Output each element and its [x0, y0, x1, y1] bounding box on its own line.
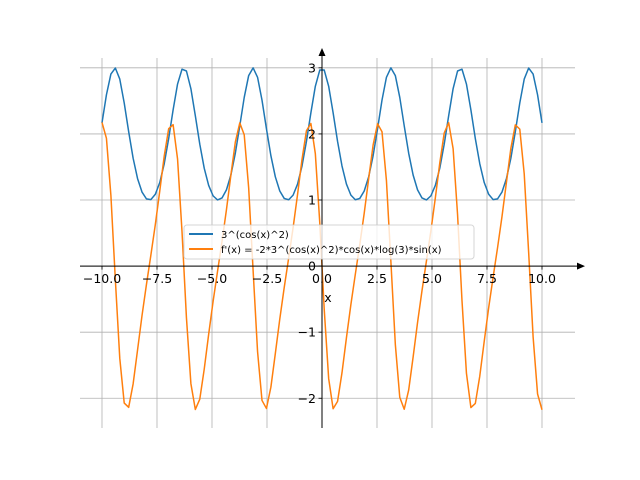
y-tick-label: 0 — [308, 259, 316, 274]
x-tick-label: −2.5 — [252, 271, 282, 286]
x-tick-label: −10.0 — [83, 271, 121, 286]
legend-label-0: 3^(cos(x)^2) — [221, 230, 289, 241]
tick-labels: −10.0 −7.5 −5.0 −2.5 0.0 2.5 5.0 7.5 10.0 −2 −1 0 1 2… — [83, 60, 556, 405]
legend-box — [183, 224, 475, 260]
legend: 3^(cos(x)^2) f'(x) = -2*3^(cos(x)^2)*cos… — [183, 224, 475, 260]
x-tick-label: 0.0 — [312, 271, 332, 286]
x-tick-label: −5.0 — [197, 271, 227, 286]
y-tick-label: 2 — [308, 126, 316, 141]
x-tick-label: 7.5 — [477, 271, 497, 286]
x-tick-label: 2.5 — [367, 271, 387, 286]
x-tick-label: 10.0 — [528, 271, 556, 286]
x-tick-label: 5.0 — [422, 271, 442, 286]
y-tick-label: 1 — [308, 193, 316, 208]
legend-label-1: f'(x) = -2*3^(cos(x)^2)*cos(x)*log(3)*si… — [221, 245, 442, 256]
y-tick-label: 3 — [308, 60, 316, 75]
x-tick-label: −7.5 — [142, 271, 172, 286]
x-axis-label: x — [324, 290, 331, 305]
y-tick-label: −2 — [298, 391, 316, 406]
y-axis-arrow-icon — [318, 48, 326, 56]
y-tick-label: −1 — [298, 325, 316, 340]
x-axis-arrow-icon — [577, 262, 585, 270]
